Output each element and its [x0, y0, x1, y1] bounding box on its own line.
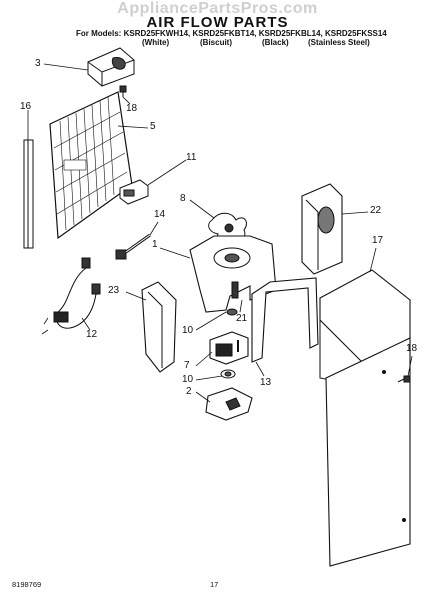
callout-8: 8 [180, 193, 186, 204]
callout-11: 11 [186, 152, 197, 163]
part-21-shaft [226, 281, 239, 316]
callout-18-lower: 18 [406, 343, 418, 354]
callout-14: 14 [154, 209, 166, 220]
leader-lines [27, 63, 413, 403]
part-23-baffle [141, 281, 177, 373]
models-prefix: For Models: [76, 29, 122, 38]
callout-18-upper: 18 [126, 103, 138, 114]
callout-12: 12 [86, 329, 98, 340]
callout-1: 1 [152, 239, 158, 250]
part-18-screw-upper [119, 85, 127, 97]
callout-21: 21 [236, 313, 248, 324]
callout-7: 7 [184, 360, 190, 371]
callout-23: 23 [108, 285, 120, 296]
part-22-duct-panel [301, 183, 343, 275]
callout-3: 3 [35, 58, 41, 69]
part-17-back-panel [319, 269, 411, 567]
callout-16: 16 [20, 101, 32, 112]
part-13-seal [251, 277, 319, 363]
callout-5: 5 [150, 121, 156, 132]
callout-10-upper: 10 [182, 325, 194, 336]
part-5-evaporator [49, 91, 133, 240]
callout-13: 13 [260, 377, 272, 388]
callout-10-lower: 10 [182, 374, 194, 385]
part-12-harness [41, 257, 101, 335]
page-title: AIR FLOW PARTS [146, 14, 289, 31]
watermark: AppliancePartsPros.com [117, 0, 318, 17]
part-16-strip [23, 139, 34, 249]
part-2-bracket [205, 387, 253, 421]
callout-22: 22 [370, 205, 382, 216]
part-7-fan-motor [209, 331, 249, 365]
callout-2: 2 [186, 386, 192, 397]
part-3-duct-cover [87, 47, 135, 87]
color-biscuit: (Biscuit) [200, 38, 232, 47]
models-line: For Models: KSRD25FKWH14, KSRD25FKBT14, … [76, 29, 387, 38]
color-white: (White) [142, 38, 170, 47]
color-stainless: (Stainless Steel) [308, 38, 370, 47]
part-14-sensor [115, 233, 151, 260]
part-10-grommet-lower [220, 369, 236, 379]
part-18-screw-lower [397, 375, 411, 383]
color-black: (Black) [262, 38, 289, 47]
part-11-clip [119, 179, 149, 205]
doc-number: 8198769 [12, 580, 42, 589]
callout-17: 17 [372, 235, 384, 246]
page-number: 17 [210, 580, 219, 589]
models-list: KSRD25FKWH14, KSRD25FKBT14, KSRD25FKBL14… [123, 29, 387, 38]
